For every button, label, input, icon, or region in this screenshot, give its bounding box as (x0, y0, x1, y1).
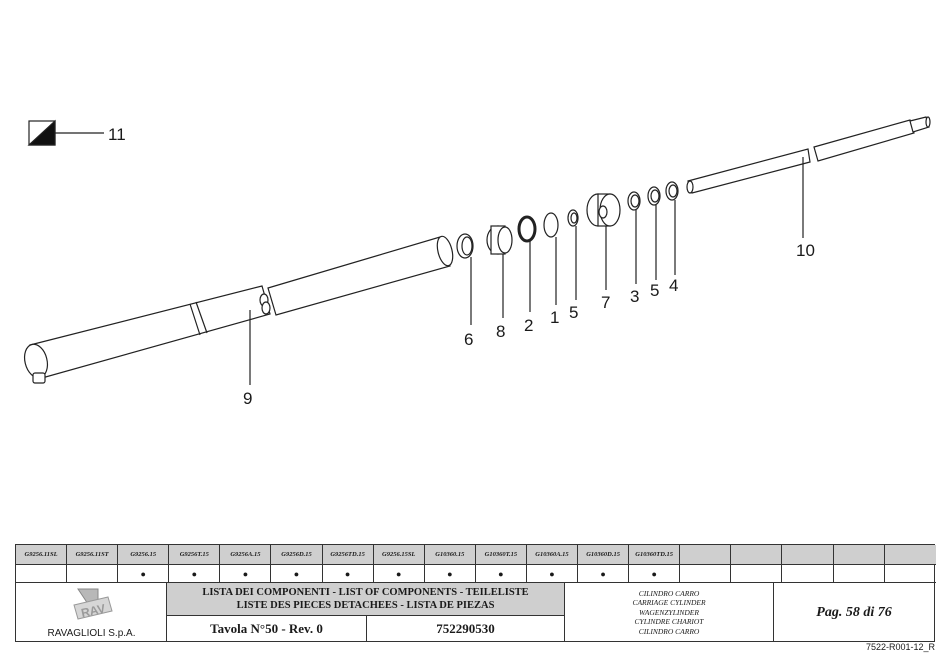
model-mark-cell: ● (629, 565, 681, 582)
model-code-cell: G9256A.15 (220, 545, 272, 564)
ring-1 (543, 212, 559, 238)
model-mark-cell: ● (476, 565, 527, 582)
ring-6 (456, 233, 474, 259)
model-code-cell: G9256.11SL (16, 545, 68, 564)
company-name: RAVAGLIOLI S.p.A. (47, 628, 136, 639)
exploded-view-drawing: 11 10 9 6 8 2 1 5 7 3 5 4 (23, 116, 931, 408)
brand-cell: RAV RAVAGLIOLI S.p.A. (16, 583, 167, 642)
model-mark-cell: ● (527, 565, 579, 582)
model-mark-cell: ● (374, 565, 425, 582)
guide-8 (486, 225, 513, 255)
model-code-cell: G10360A.15 (527, 545, 579, 564)
callout-5b: 5 (650, 281, 659, 300)
svg-text:RAV: RAV (80, 601, 107, 620)
piston-7 (586, 193, 621, 227)
model-mark-cell: ● (118, 565, 170, 582)
model-code-cell: G10360D.15 (578, 545, 630, 564)
callout-9: 9 (243, 389, 252, 408)
model-mark-row: ●●●●●●●●●●● (16, 565, 936, 583)
model-code-cell: G9256T.15 (169, 545, 221, 564)
model-code-cell: G10360TD.15 (629, 545, 681, 564)
model-mark-cell (885, 565, 936, 582)
model-code-cell: G10360T.15 (476, 545, 527, 564)
description-es: CILINDRO CARRO (638, 626, 700, 636)
description-de: WAGENZYLINDER (639, 607, 699, 617)
model-code-cell: G9256TD.15 (323, 545, 374, 564)
cylinder-barrel (23, 235, 454, 384)
callout-3: 3 (630, 287, 639, 306)
callout-7: 7 (601, 293, 610, 312)
model-code-cell (885, 545, 936, 564)
description-fr: CYLINDRE CHARIOT (634, 617, 704, 627)
ravaglioli-logo-icon: RAV (73, 588, 113, 620)
model-code-cell: G10360.15 (425, 545, 476, 564)
callout-6: 6 (464, 330, 473, 349)
ring-5b (647, 186, 661, 206)
callout-10: 10 (796, 241, 815, 260)
callout-11: 11 (108, 125, 126, 144)
seal-2 (517, 215, 537, 243)
model-mark-cell (680, 565, 732, 582)
model-code-cell (782, 545, 834, 564)
part-number: 752290530 (367, 616, 565, 642)
callout-4: 4 (669, 276, 678, 295)
table-number: Tavola N°50 - Rev. 0 (167, 616, 367, 642)
callout-5a: 5 (569, 303, 578, 322)
model-mark-cell (731, 565, 783, 582)
ring-4 (665, 181, 679, 201)
model-mark-cell (782, 565, 834, 582)
model-code-cell: G9256.11ST (67, 545, 119, 564)
description-en: CARRIAGE CYLINDER (632, 598, 706, 608)
description-it: CILINDRO CARRO (638, 588, 700, 598)
ring-3 (627, 191, 641, 211)
ring-5a (567, 209, 579, 227)
model-mark-cell (834, 565, 885, 582)
model-mark-cell (16, 565, 68, 582)
model-mark-cell: ● (220, 565, 272, 582)
model-mark-cell: ● (578, 565, 630, 582)
model-mark-cell: ● (323, 565, 374, 582)
list-title-line2: LISTE DES PIECES DETACHEES - LISTA DE PI… (236, 600, 495, 611)
model-code-cell (731, 545, 783, 564)
model-code-cell: G9256.15SL (374, 545, 425, 564)
symbol-11-icon (27, 119, 56, 146)
page-label: Pag. 58 di 76 (816, 604, 892, 620)
piston-rod (686, 116, 931, 194)
model-code-cell: G9256D.15 (271, 545, 323, 564)
callout-1: 1 (550, 308, 559, 327)
model-mark-cell: ● (169, 565, 221, 582)
model-code-cell (680, 545, 732, 564)
callout-8: 8 (496, 322, 505, 341)
list-title: LISTA DEI COMPONENTI - LIST OF COMPONENT… (167, 583, 565, 616)
model-code-cell: G9256.15 (118, 545, 170, 564)
description: CILINDRO CARRO CARRIAGE CYLINDER WAGENZY… (565, 583, 774, 642)
list-title-line1: LISTA DEI COMPONENTI - LIST OF COMPONENT… (202, 587, 529, 598)
callout-2: 2 (524, 316, 533, 335)
document-code: 7522-R001-12_R (865, 642, 935, 652)
model-code-cell (834, 545, 885, 564)
model-mark-cell: ● (425, 565, 476, 582)
model-mark-cell: ● (271, 565, 323, 582)
model-mark-cell (67, 565, 119, 582)
